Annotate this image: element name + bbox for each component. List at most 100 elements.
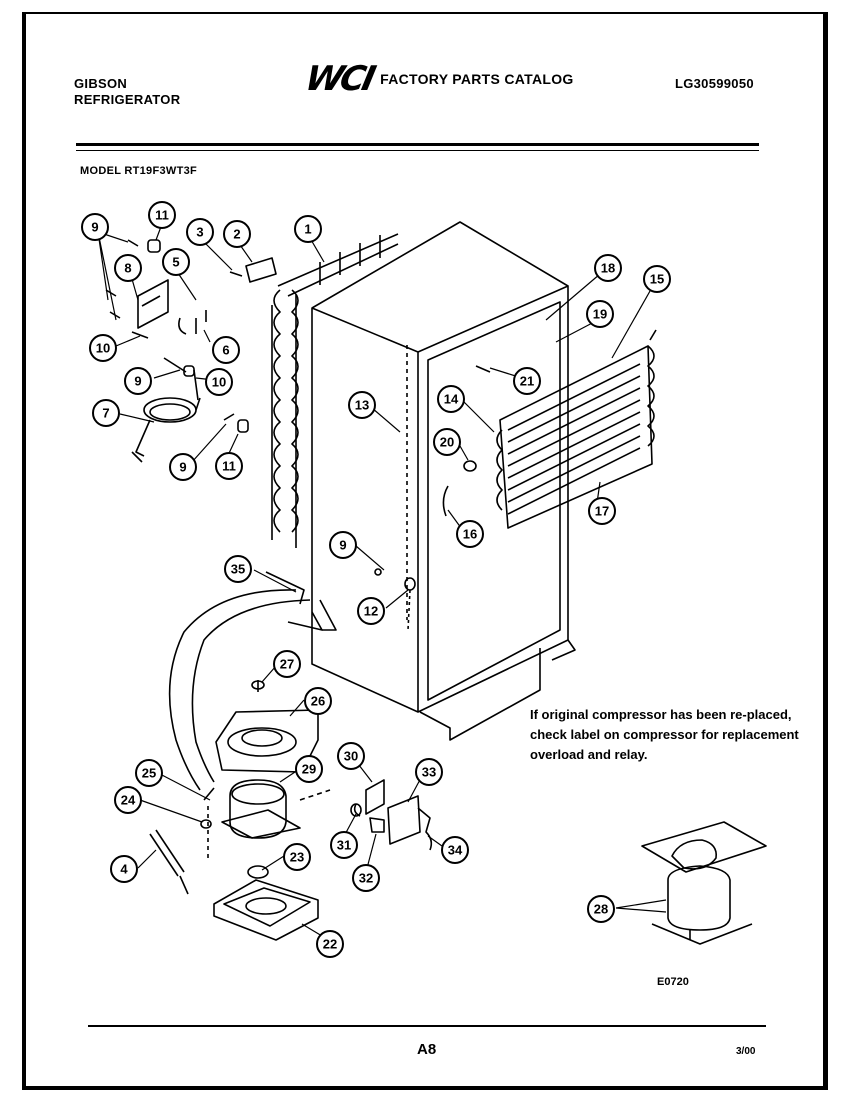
callout-label: 17 bbox=[595, 504, 609, 519]
callout-label: 21 bbox=[520, 374, 534, 389]
callout-23: 23 bbox=[283, 843, 311, 871]
relay-bracket-parts bbox=[105, 239, 277, 433]
callout-circle bbox=[215, 452, 243, 480]
compressor-assembly bbox=[200, 680, 331, 941]
condenser-coil bbox=[271, 233, 399, 548]
callout-circle bbox=[348, 391, 376, 419]
relay-overload bbox=[353, 779, 433, 851]
defrost-drain-hose bbox=[168, 571, 337, 791]
catalog-title: FACTORY PARTS CATALOG bbox=[380, 71, 574, 87]
callout-11: 11 bbox=[148, 201, 176, 229]
replacement-compressor bbox=[641, 821, 767, 945]
callout-circle bbox=[587, 895, 615, 923]
callout-circle bbox=[294, 215, 322, 243]
callout-25: 25 bbox=[135, 759, 163, 787]
callout-circle bbox=[162, 248, 190, 276]
callout-circle bbox=[224, 555, 252, 583]
revision-date: 3/00 bbox=[736, 1046, 756, 1057]
callout-6: 6 bbox=[212, 336, 240, 364]
callout-label: 24 bbox=[121, 793, 136, 808]
callout-label: 22 bbox=[323, 937, 337, 952]
callout-circle bbox=[586, 300, 614, 328]
callout-35: 35 bbox=[224, 555, 252, 583]
callout-circle bbox=[316, 930, 344, 958]
callout-15: 15 bbox=[643, 265, 671, 293]
callout-circle bbox=[352, 864, 380, 892]
fasteners bbox=[350, 365, 491, 817]
callout-9: 9 bbox=[169, 453, 197, 481]
callout-label: 25 bbox=[142, 766, 156, 781]
callout-circle bbox=[212, 336, 240, 364]
callout-9: 9 bbox=[124, 367, 152, 395]
callout-label: 11 bbox=[155, 208, 169, 223]
callout-2: 2 bbox=[223, 220, 251, 248]
callout-10: 10 bbox=[89, 334, 117, 362]
callout-label: 9 bbox=[179, 460, 186, 475]
callout-16: 16 bbox=[456, 520, 484, 548]
callout-label: 26 bbox=[311, 694, 325, 709]
drier-tube bbox=[149, 829, 189, 895]
callout-5: 5 bbox=[162, 248, 190, 276]
callout-circle bbox=[273, 650, 301, 678]
callout-19: 19 bbox=[586, 300, 614, 328]
callout-circle bbox=[433, 428, 461, 456]
header-rule-bottom bbox=[76, 150, 759, 151]
cabinet bbox=[311, 221, 576, 741]
callout-label: 33 bbox=[422, 765, 436, 780]
callout-circle bbox=[114, 254, 142, 282]
callout-10: 10 bbox=[205, 368, 233, 396]
callout-11: 11 bbox=[215, 452, 243, 480]
callout-circle bbox=[169, 453, 197, 481]
callout-label: 35 bbox=[231, 562, 245, 577]
leader-lines bbox=[97, 223, 667, 937]
callout-label: 30 bbox=[344, 749, 358, 764]
callout-circle bbox=[441, 836, 469, 864]
callout-7: 7 bbox=[92, 399, 120, 427]
callout-circle bbox=[594, 254, 622, 282]
callout-circle bbox=[148, 201, 176, 229]
callout-label: 18 bbox=[601, 261, 615, 276]
callout-label: 7 bbox=[102, 406, 109, 421]
callout-circle bbox=[223, 220, 251, 248]
callout-circle bbox=[186, 218, 214, 246]
callout-label: 23 bbox=[290, 850, 304, 865]
callout-22: 22 bbox=[316, 930, 344, 958]
callout-30: 30 bbox=[337, 742, 365, 770]
callout-circle bbox=[81, 213, 109, 241]
callout-label: 27 bbox=[280, 657, 294, 672]
callout-24: 24 bbox=[114, 786, 142, 814]
callout-label: 11 bbox=[222, 459, 236, 474]
callout-28: 28 bbox=[587, 895, 615, 923]
callout-circle bbox=[89, 334, 117, 362]
callout-9: 9 bbox=[81, 213, 109, 241]
callout-label: 10 bbox=[212, 375, 226, 390]
callout-33: 33 bbox=[415, 758, 443, 786]
callout-circle bbox=[283, 843, 311, 871]
callout-label: 29 bbox=[302, 762, 316, 777]
callout-label: 1 bbox=[304, 222, 311, 237]
power-cord bbox=[131, 397, 201, 463]
callout-26: 26 bbox=[304, 687, 332, 715]
callout-17: 17 bbox=[588, 497, 616, 525]
callout-8: 8 bbox=[114, 254, 142, 282]
callout-27: 27 bbox=[273, 650, 301, 678]
catalog-header: WCI FACTORY PARTS CATALOG bbox=[302, 59, 574, 99]
callout-label: 12 bbox=[364, 604, 378, 619]
callout-circle bbox=[304, 687, 332, 715]
model-label: MODEL RT19F3WT3F bbox=[80, 165, 198, 177]
callout-circle bbox=[337, 742, 365, 770]
callout-label: 6 bbox=[222, 343, 229, 358]
callout-circle bbox=[643, 265, 671, 293]
callout-label: 14 bbox=[444, 392, 459, 407]
callout-circle bbox=[110, 855, 138, 883]
callout-circle bbox=[329, 531, 357, 559]
callout-circle bbox=[92, 399, 120, 427]
callout-circle bbox=[295, 755, 323, 783]
callout-label: 9 bbox=[91, 220, 98, 235]
evaporator bbox=[496, 329, 657, 529]
callout-14: 14 bbox=[437, 385, 465, 413]
callout-circle bbox=[415, 758, 443, 786]
callout-circle bbox=[588, 497, 616, 525]
callout-label: 16 bbox=[463, 527, 477, 542]
